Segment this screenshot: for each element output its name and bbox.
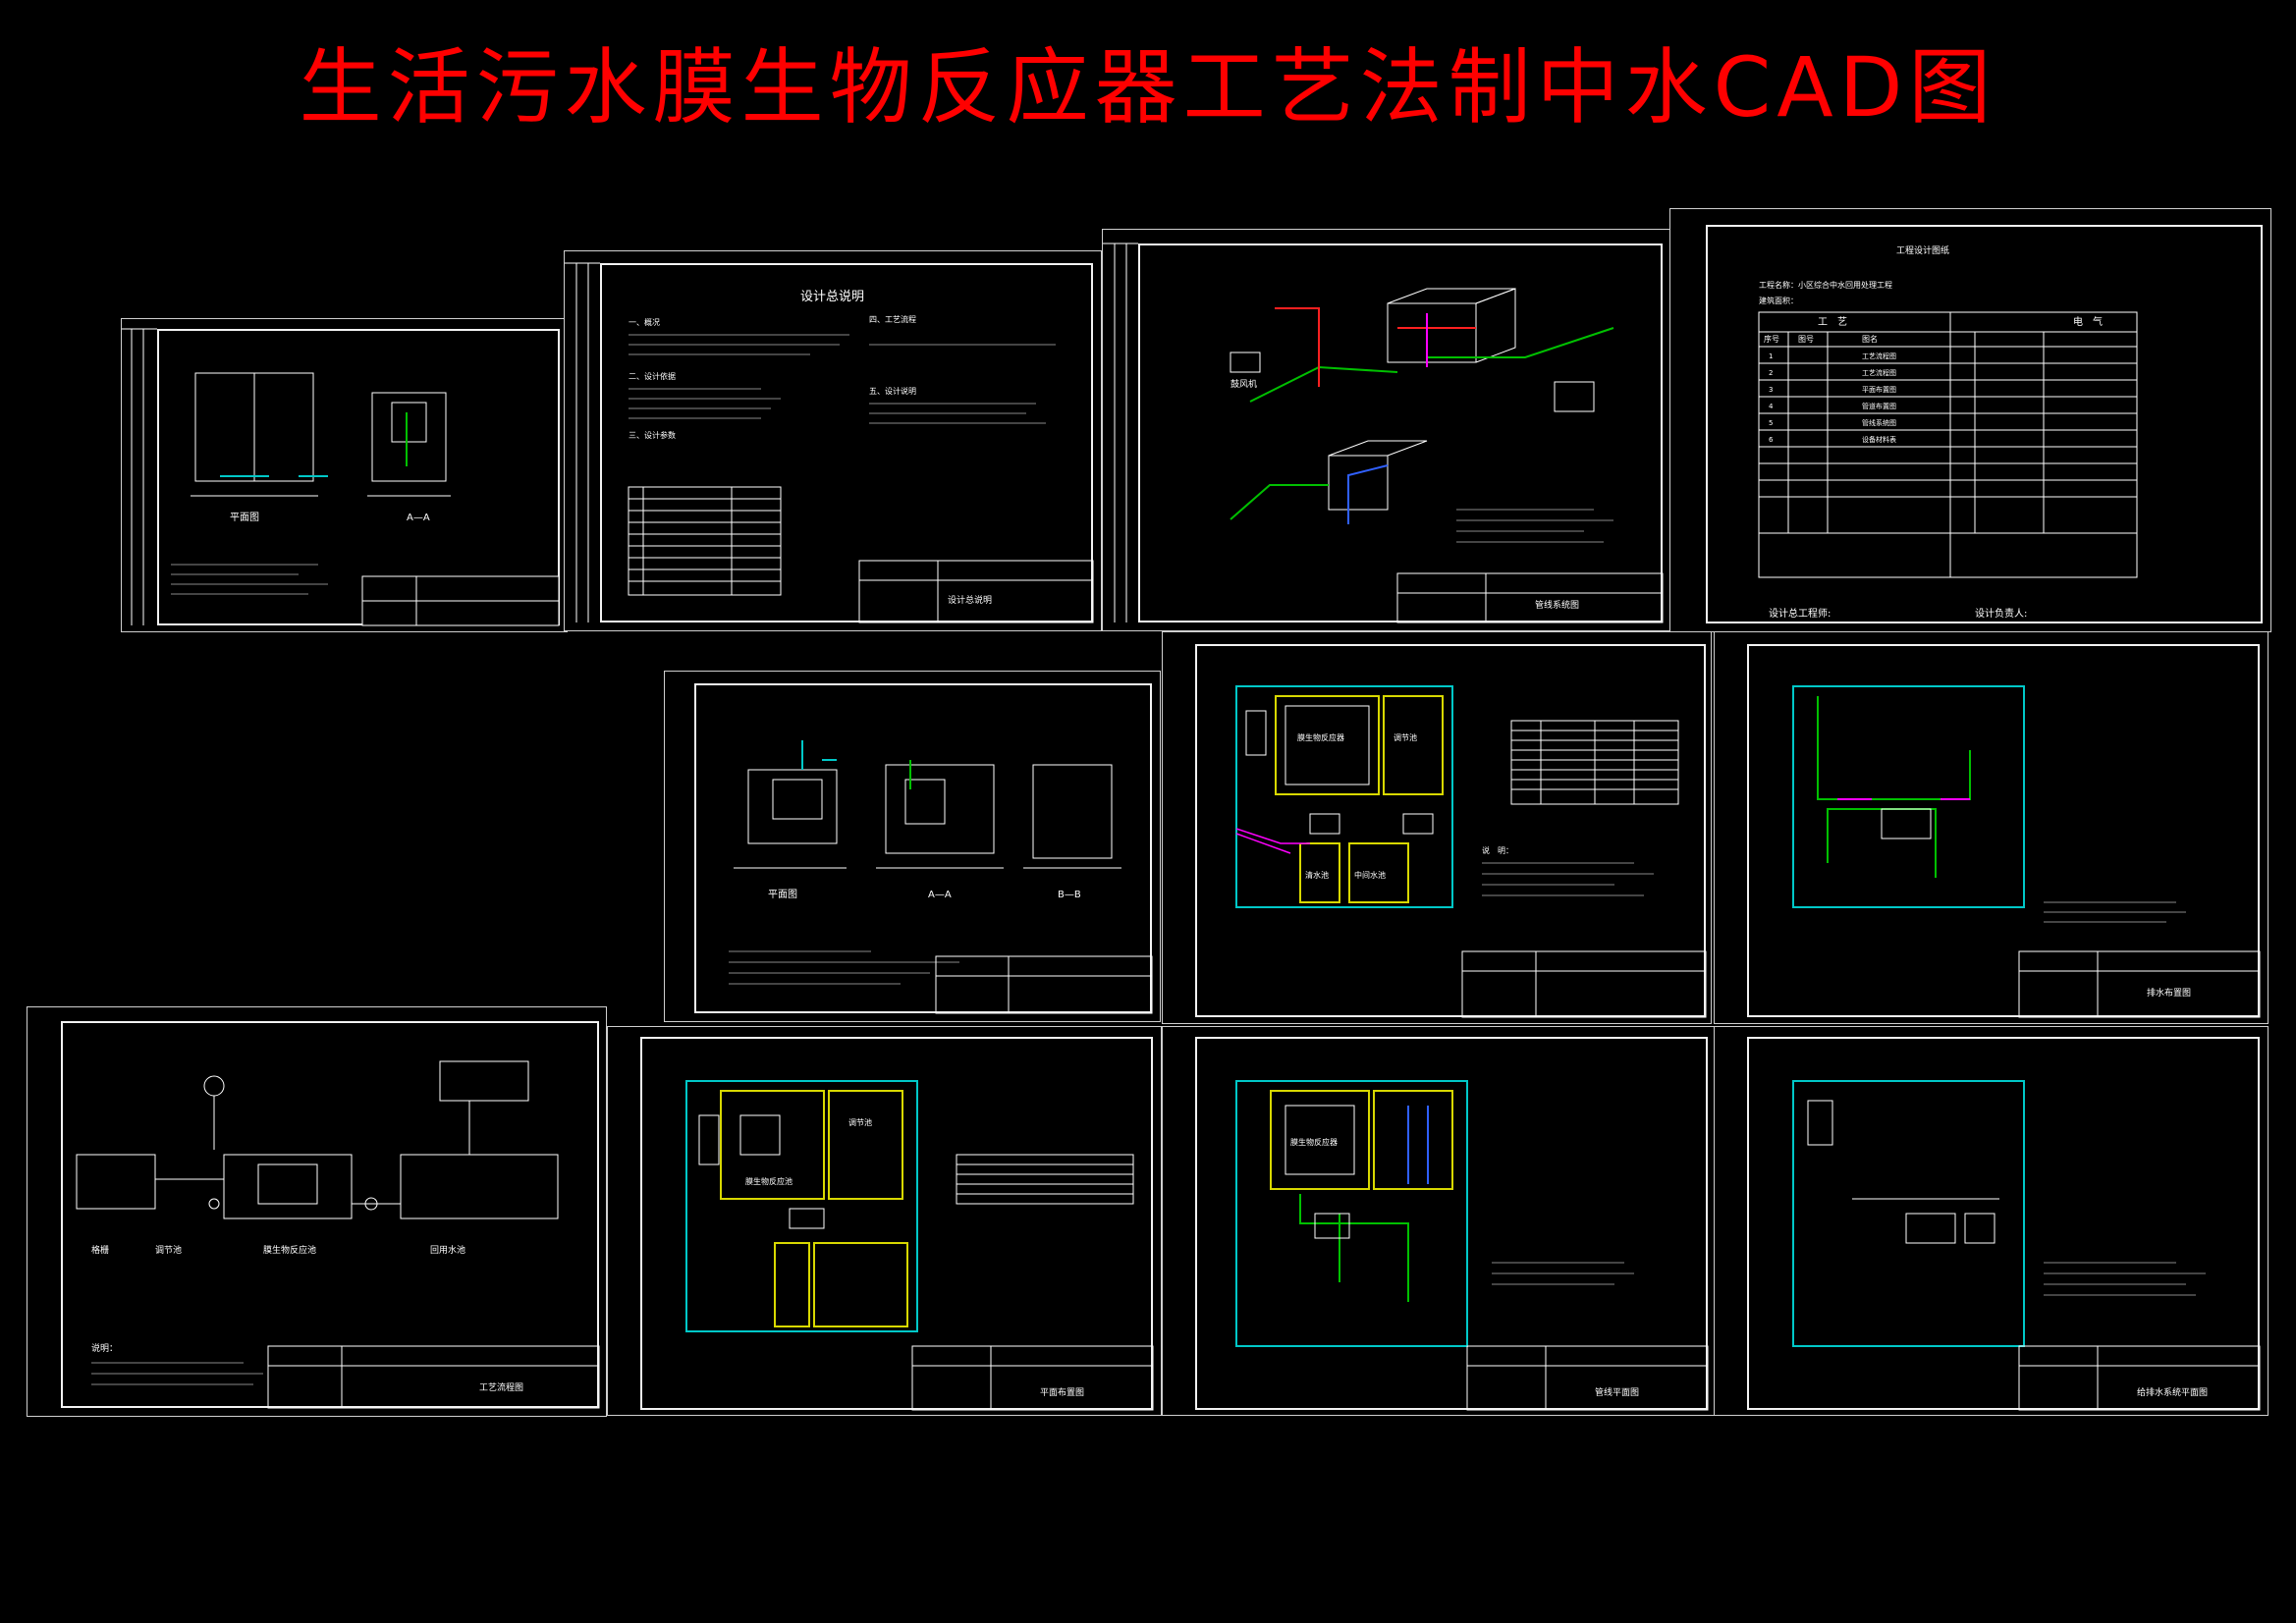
svg-text:五、设计说明: 五、设计说明: [869, 386, 916, 396]
drawing-sheet-plan-sections[interactable]: 平面图 A—A B—B: [664, 671, 1161, 1022]
cad-drawing: 平面图 A—A B—B: [729, 740, 1153, 1014]
cad-drawing: 膜生物反应器 调节池 中间水池 清水池 说 明：: [1235, 685, 1707, 1018]
svg-text:膜生物反应池: 膜生物反应池: [263, 1244, 316, 1256]
svg-text:膜生物反应器: 膜生物反应器: [1297, 732, 1344, 742]
index-row-no: 4: [1769, 403, 1774, 410]
cad-drawing: 膜生物反应器 管线平面图: [1235, 1080, 1709, 1411]
drawing-sheet-equipment-plan[interactable]: 膜生物反应器 调节池 中间水池 清水池 说 明：: [1162, 631, 1712, 1024]
svg-text:电 气: 电 气: [2073, 315, 2103, 328]
fan-label: 鼓风机: [1230, 378, 1257, 390]
drawing-sheet-drainage[interactable]: 排水布置图: [1714, 631, 2269, 1024]
svg-text:工程名称：小区综合中水回用处理工程: 工程名称：小区综合中水回用处理工程: [1759, 280, 1892, 290]
svg-text:一、概况: 一、概况: [629, 317, 660, 327]
svg-text:中间水池: 中间水池: [1354, 870, 1386, 880]
cad-drawing: 格栅 调节池 膜生物反应池 回用水池 说明： 工艺流程图: [76, 1060, 600, 1409]
svg-text:调节池: 调节池: [1394, 732, 1417, 742]
index-row-no: 6: [1769, 436, 1774, 444]
drawing-sheet-layout-plan[interactable]: 膜生物反应池 调节池 平面布置图: [607, 1026, 1162, 1416]
notes-heading: 设计总说明: [800, 290, 864, 304]
svg-text:B—B: B—B: [1058, 890, 1081, 900]
cad-drawing: 工程设计图纸 工程名称：小区综合中水回用处理工程 建筑面积： 工 艺 电 气 序…: [1758, 244, 2138, 620]
svg-text:格栅: 格栅: [91, 1244, 109, 1256]
svg-text:二、设计依据: 二、设计依据: [629, 371, 676, 381]
page-title: 生活污水膜生物反应器工艺法制中水CAD图: [299, 39, 1997, 135]
svg-text:膜生物反应器: 膜生物反应器: [1290, 1137, 1338, 1147]
cad-drawing: 平面图 A—A: [122, 328, 560, 626]
drawing-sheet-process-flow[interactable]: 格栅 调节池 膜生物反应池 回用水池 说明： 工艺流程图: [27, 1006, 607, 1417]
svg-text:清水池: 清水池: [1305, 870, 1329, 880]
index-row-no: 5: [1769, 419, 1773, 427]
cad-drawing: 鼓风机 管线系统图: [1103, 243, 1664, 623]
svg-text:设计负责人:: 设计负责人:: [1975, 607, 2027, 620]
index-row-name: 工艺流程图: [1862, 352, 1896, 360]
index-row-no: 3: [1769, 386, 1773, 394]
section-label: A—A: [407, 513, 430, 523]
index-heading: 工程设计图纸: [1896, 244, 1949, 256]
index-row-no: 2: [1769, 369, 1773, 377]
svg-text:四、工艺流程: 四、工艺流程: [869, 314, 916, 324]
svg-text:管线平面图: 管线平面图: [1595, 1386, 1639, 1398]
svg-text:给排水系统平面图: 给排水系统平面图: [2137, 1386, 2208, 1398]
cad-drawing: 膜生物反应池 调节池 平面布置图: [685, 1080, 1154, 1411]
svg-text:工 艺: 工 艺: [1818, 316, 1847, 328]
svg-text:说 明：: 说 明：: [1482, 845, 1513, 855]
index-row-name: 平面布置图: [1862, 385, 1896, 394]
cad-drawing: 设计总说明 一、概况 二、设计依据 三、设计参数 四、工艺流程 五、设计说明 设…: [565, 262, 1094, 623]
svg-text:工艺流程图: 工艺流程图: [479, 1381, 523, 1393]
drawing-sheet-water-system[interactable]: 给排水系统平面图: [1714, 1026, 2269, 1416]
svg-text:调节池: 调节池: [155, 1244, 182, 1256]
svg-text:调节池: 调节池: [848, 1117, 872, 1127]
svg-text:三、设计参数: 三、设计参数: [629, 430, 676, 440]
svg-text:图名: 图名: [1862, 334, 1878, 344]
cad-drawing: 排水布置图: [1792, 685, 2261, 1018]
svg-text:A—A: A—A: [928, 890, 952, 900]
svg-text:平面布置图: 平面布置图: [1040, 1386, 1084, 1398]
svg-text:建筑面积：: 建筑面积：: [1759, 296, 1798, 305]
svg-text:回用水池: 回用水池: [430, 1244, 465, 1256]
index-row-name: 设备材料表: [1862, 435, 1896, 444]
index-row-name: 管道布置图: [1862, 402, 1896, 410]
svg-text:图号: 图号: [1798, 335, 1814, 344]
svg-text:设计总说明: 设计总说明: [948, 594, 992, 606]
drawing-sheet-design-notes[interactable]: 设计总说明 一、概况 二、设计依据 三、设计参数 四、工艺流程 五、设计说明 设…: [564, 250, 1102, 631]
drawing-sheet-index[interactable]: 工程设计图纸 工程名称：小区综合中水回用处理工程 建筑面积： 工 艺 电 气 序…: [1669, 208, 2271, 632]
svg-text:膜生物反应池: 膜生物反应池: [745, 1176, 793, 1186]
index-row-name: 工艺流程图: [1862, 368, 1896, 377]
svg-text:序号: 序号: [1764, 334, 1779, 344]
index-row-name: 管线系统图: [1862, 418, 1896, 427]
drawing-sheet-plan-section[interactable]: 平面图 A—A: [121, 318, 568, 632]
cad-drawing: 给排水系统平面图: [1792, 1080, 2261, 1411]
drawing-sheet-pipe-plan[interactable]: 膜生物反应器 管线平面图: [1162, 1026, 1717, 1416]
svg-text:设计总工程师:: 设计总工程师:: [1769, 607, 1831, 620]
svg-text:说明：: 说明：: [91, 1342, 118, 1354]
svg-text:平面图: 平面图: [768, 889, 797, 900]
drawing-sheet-pipeline-system[interactable]: 鼓风机 管线系统图: [1102, 229, 1671, 631]
plan-label: 平面图: [230, 512, 259, 523]
svg-text:排水布置图: 排水布置图: [2147, 987, 2191, 999]
svg-text:管线系统图: 管线系统图: [1535, 599, 1579, 611]
index-row-no: 1: [1769, 352, 1773, 360]
